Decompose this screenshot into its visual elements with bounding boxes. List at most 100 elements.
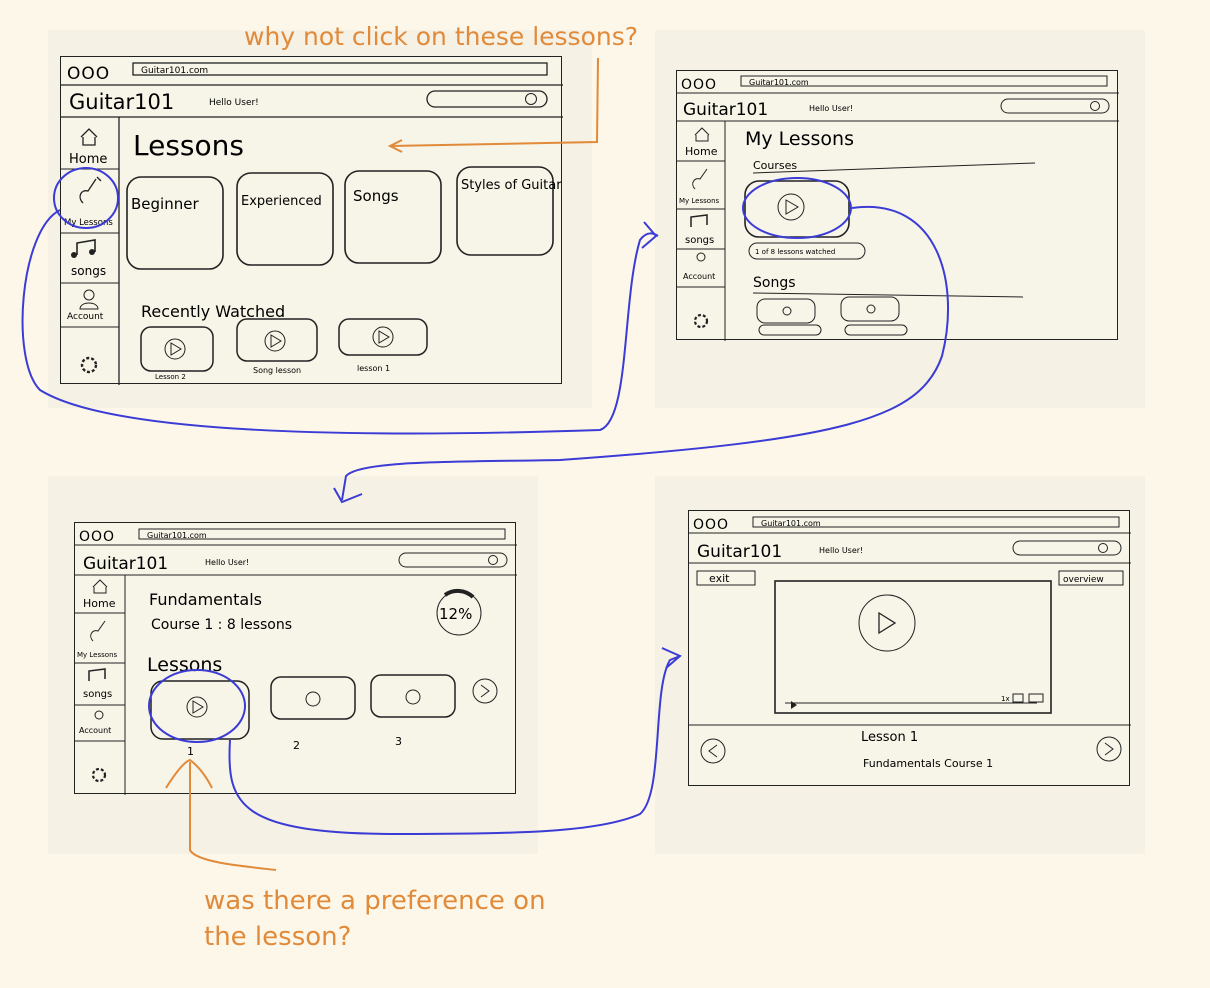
- url-text: Guitar101.com: [749, 78, 809, 87]
- nav-account[interactable]: Account: [67, 312, 104, 322]
- flow-arrow-1: [21, 209, 659, 435]
- logo: Guitar101: [69, 90, 174, 114]
- card-styles-of-guitar[interactable]: [456, 166, 554, 256]
- songs-label: Songs: [753, 275, 796, 291]
- nav-home[interactable]: Home: [685, 145, 718, 158]
- lesson-card-1[interactable]: [150, 680, 250, 740]
- window-dots: OOO: [79, 529, 115, 545]
- wireframe-lessons: OOO Guitar101.com Guitar101 Hello User! …: [60, 56, 563, 385]
- wireframe-video-player: OOO Guitar101.com Guitar101 Hello User! …: [688, 510, 1131, 786]
- account-icon[interactable]: [83, 289, 95, 301]
- settings-icon[interactable]: [91, 767, 107, 783]
- progress-pill: [748, 242, 866, 260]
- settings-icon[interactable]: [693, 313, 709, 329]
- nav-my-lessons[interactable]: My Lessons: [679, 197, 720, 205]
- annotation-top: why not click on these lessons?: [244, 22, 639, 51]
- course-title: Fundamentals: [149, 590, 262, 609]
- settings-icon[interactable]: [80, 356, 98, 374]
- overview-label: overview: [1063, 575, 1104, 585]
- annotation-bottom-line-2: the lesson?: [204, 922, 352, 952]
- lesson-title: Lesson 1: [861, 730, 918, 745]
- guitar-icon[interactable]: [90, 620, 106, 642]
- window-dots: OOO: [681, 77, 717, 93]
- guitar-icon[interactable]: [79, 176, 102, 204]
- video-speed[interactable]: 1x: [1001, 695, 1010, 703]
- nav-home[interactable]: Home: [83, 597, 116, 610]
- nav-account[interactable]: Account: [79, 726, 111, 735]
- card-beginner[interactable]: [126, 176, 224, 270]
- search-input[interactable]: [426, 90, 548, 108]
- home-icon[interactable]: [694, 127, 710, 142]
- account-icon[interactable]: [696, 252, 706, 262]
- nav-home[interactable]: Home: [69, 152, 107, 167]
- nav-songs[interactable]: songs: [83, 689, 112, 700]
- search-icon[interactable]: [488, 555, 498, 565]
- music-note-icon[interactable]: [690, 214, 708, 227]
- card-experienced[interactable]: [236, 172, 334, 266]
- lesson-card-2[interactable]: [270, 676, 356, 720]
- url-text: Guitar101.com: [141, 66, 208, 76]
- card-songs-label: Songs: [353, 187, 399, 205]
- play-icon: [782, 306, 792, 316]
- annotation-bottom-line-1: was there a preference on: [204, 886, 546, 916]
- song-card-1[interactable]: [756, 298, 816, 324]
- search-input[interactable]: [1012, 540, 1122, 556]
- recent-lesson-2[interactable]: [140, 326, 214, 372]
- nav-my-lessons[interactable]: My Lessons: [77, 651, 118, 659]
- greeting: Hello User!: [809, 104, 853, 113]
- nav-songs[interactable]: songs: [71, 264, 106, 278]
- nav-songs[interactable]: songs: [685, 235, 714, 246]
- search-input[interactable]: [398, 552, 508, 568]
- home-icon[interactable]: [92, 579, 108, 594]
- highlight-lesson-1: [148, 669, 246, 743]
- progress-percent: 12%: [439, 605, 472, 623]
- nav-my-lessons[interactable]: My Lessons: [64, 218, 113, 228]
- recently-watched-title: Recently Watched: [141, 302, 285, 321]
- play-icon: [405, 689, 421, 705]
- play-icon: [866, 304, 876, 314]
- page-title: Lessons: [133, 129, 244, 162]
- play-icon: [305, 691, 321, 707]
- guitar-icon[interactable]: [692, 168, 708, 190]
- wireframe-course: OOO Guitar101.com Guitar101 Hello User! …: [74, 522, 517, 795]
- card-songs[interactable]: [344, 170, 442, 264]
- fullscreen-icon[interactable]: [1028, 693, 1044, 703]
- search-input[interactable]: [1000, 98, 1110, 114]
- next-arrow-icon[interactable]: [1096, 736, 1122, 762]
- next-arrow-icon[interactable]: [472, 678, 498, 704]
- account-icon[interactable]: [94, 710, 104, 720]
- overview-button[interactable]: [1058, 570, 1124, 586]
- course-subtitle: Course 1 : 8 lessons: [151, 617, 292, 633]
- music-note-icon[interactable]: [88, 668, 106, 681]
- card-experienced-label: Experienced: [241, 194, 322, 209]
- search-icon[interactable]: [525, 93, 537, 105]
- search-icon[interactable]: [1098, 543, 1108, 553]
- song-card-2[interactable]: [840, 296, 900, 322]
- greeting: Hello User!: [819, 546, 863, 555]
- recent-label-3: lesson 1: [357, 364, 390, 373]
- music-note-icon[interactable]: [76, 239, 96, 255]
- url-text: Guitar101.com: [761, 519, 821, 528]
- window-dots: OOO: [693, 517, 729, 533]
- captions-icon[interactable]: [1012, 693, 1024, 703]
- previous-arrow-icon[interactable]: [700, 738, 726, 764]
- recent-label-1: Lesson 2: [155, 373, 186, 381]
- lesson-number-2: 2: [293, 739, 300, 752]
- play-icon[interactable]: [858, 594, 916, 652]
- home-icon[interactable]: [80, 128, 98, 146]
- logo: Guitar101: [83, 554, 168, 574]
- page-title: My Lessons: [745, 128, 854, 150]
- recent-song-lesson[interactable]: [236, 318, 318, 362]
- search-icon[interactable]: [1090, 101, 1100, 111]
- recent-lesson-1[interactable]: [338, 318, 428, 356]
- play-icon: [264, 330, 286, 352]
- play-icon: [186, 696, 208, 718]
- video-player[interactable]: [774, 580, 1052, 714]
- nav-account[interactable]: Account: [683, 272, 715, 281]
- annotation-arrow-bottom: [165, 758, 213, 789]
- lesson-card-3[interactable]: [370, 674, 456, 718]
- exit-button[interactable]: [696, 570, 756, 586]
- video-play-icon[interactable]: [791, 701, 797, 709]
- course-title: Fundamentals Course 1: [863, 757, 993, 770]
